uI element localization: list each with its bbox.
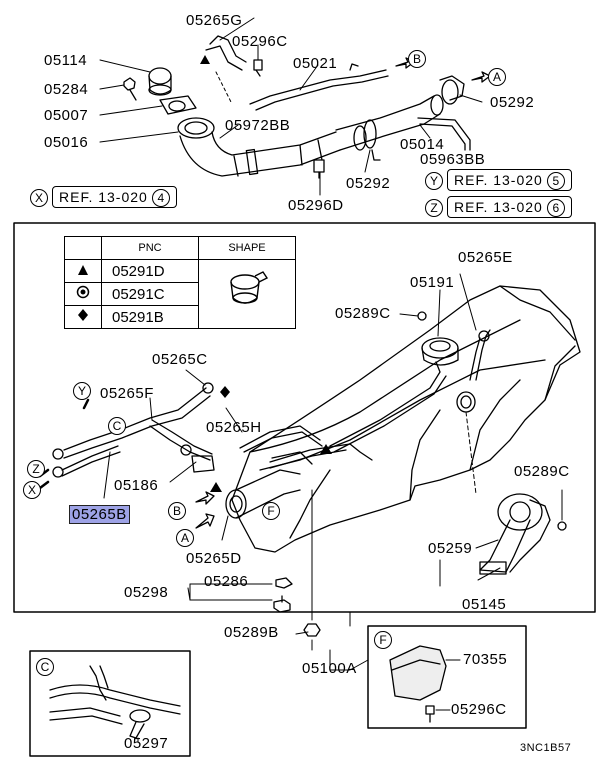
bottom-bolts <box>187 489 321 651</box>
label-05296D[interactable]: 05296D <box>288 197 344 214</box>
ref-x-num: 4 <box>151 189 170 207</box>
label-05292-bottom[interactable]: 05292 <box>346 175 391 192</box>
label-05007[interactable]: 05007 <box>44 107 89 124</box>
label-05296C-top[interactable]: 05296C <box>232 33 288 50</box>
pnc-table: PNC SHAPE 05291D 05291C 05291B <box>64 236 296 329</box>
filler-neck-assembly <box>99 17 491 196</box>
label-05292-right[interactable]: 05292 <box>490 94 535 111</box>
label-05284[interactable]: 05284 <box>44 81 89 98</box>
callout-x-left: X <box>23 481 41 499</box>
callout-a-left: A <box>176 529 194 547</box>
fuel-tank <box>225 285 581 553</box>
label-05265G[interactable]: 05265G <box>186 12 243 29</box>
label-05265F[interactable]: 05265F <box>100 385 154 402</box>
label-70355[interactable]: 70355 <box>463 651 508 668</box>
callout-a-top: A <box>488 68 506 86</box>
callout-b-top: B <box>408 50 426 68</box>
ref-x-text: REF. 13-020 <box>59 189 148 205</box>
clamp-shape-cell <box>198 259 296 329</box>
callout-x-ref: X <box>30 189 48 207</box>
label-05286[interactable]: 05286 <box>204 573 249 590</box>
inset-c-drawing <box>49 665 181 743</box>
label-05297[interactable]: 05297 <box>124 735 169 752</box>
callout-z-left: Z <box>27 460 45 478</box>
pnc-row-1: 05291D <box>101 259 199 283</box>
callout-y-ref: Y <box>425 172 443 190</box>
callout-z-ref: Z <box>425 199 443 217</box>
label-05186[interactable]: 05186 <box>114 477 159 494</box>
label-05265D[interactable]: 05265D <box>186 550 242 567</box>
label-05289C-top[interactable]: 05289C <box>335 305 391 322</box>
label-05296C-bottom[interactable]: 05296C <box>451 701 507 718</box>
diamond-icon <box>64 305 102 329</box>
ref-z-num: 6 <box>546 199 565 217</box>
inset-c-label: C <box>36 658 54 676</box>
shape-header: SHAPE <box>198 236 296 260</box>
label-05021[interactable]: 05021 <box>293 55 338 72</box>
symbol-header <box>64 236 102 260</box>
label-05972BB[interactable]: 05972BB <box>225 117 291 134</box>
triangle-icon <box>64 259 102 283</box>
ref-y-num: 5 <box>546 172 565 190</box>
label-05289C-right[interactable]: 05289C <box>514 463 570 480</box>
callout-c-left: C <box>108 417 126 435</box>
label-05265C[interactable]: 05265C <box>152 351 208 368</box>
label-05298[interactable]: 05298 <box>124 584 169 601</box>
label-05265E[interactable]: 05265E <box>458 249 513 266</box>
label-05963BB[interactable]: 05963BB <box>420 151 486 168</box>
label-05016[interactable]: 05016 <box>44 134 89 151</box>
callout-f-tank: F <box>262 502 280 520</box>
left-hoses <box>38 273 477 541</box>
inset-f-drawing <box>389 645 461 723</box>
hose-clamp-icon <box>230 271 269 304</box>
inset-f-frame <box>367 625 527 729</box>
label-05265B-highlighted[interactable]: 05265B <box>69 505 130 524</box>
label-05145[interactable]: 05145 <box>462 596 507 613</box>
callout-b-left: B <box>168 502 186 520</box>
label-05259[interactable]: 05259 <box>428 540 473 557</box>
label-05100A[interactable]: 05100A <box>302 660 357 677</box>
main-frame <box>13 222 596 613</box>
inset-f-label: F <box>374 631 392 649</box>
ring-icon <box>64 282 102 306</box>
pnc-header: PNC <box>101 236 199 260</box>
ref-z-text: REF. 13-020 <box>454 199 543 215</box>
label-05191[interactable]: 05191 <box>410 274 455 291</box>
fuel-pump <box>439 411 567 587</box>
inset-c-frame <box>29 650 191 757</box>
ref-y-text: REF. 13-020 <box>454 172 543 188</box>
callout-y-left: Y <box>73 382 91 400</box>
diagram-code: 3NC1B57 <box>520 742 572 754</box>
pnc-row-3: 05291B <box>101 305 199 329</box>
label-05265H[interactable]: 05265H <box>206 419 262 436</box>
label-05289B[interactable]: 05289B <box>224 624 279 641</box>
label-05014[interactable]: 05014 <box>400 136 445 153</box>
pnc-row-2: 05291C <box>101 282 199 306</box>
label-05114[interactable]: 05114 <box>44 52 88 69</box>
